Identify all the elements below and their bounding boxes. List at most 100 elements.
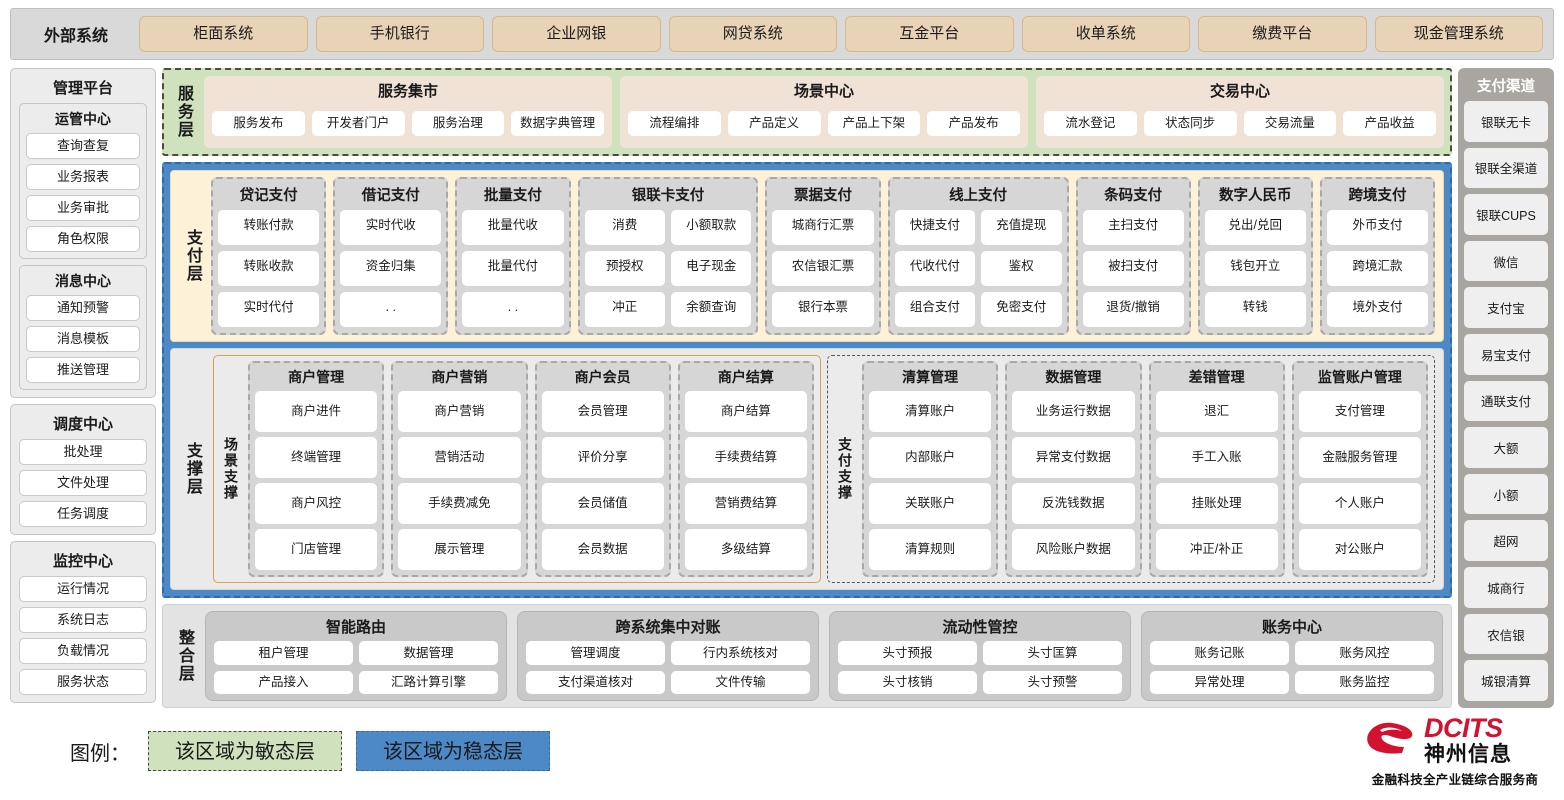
management-item[interactable]: 文件处理 <box>19 470 147 496</box>
payment-channel-item[interactable]: 支付宝 <box>1464 287 1548 329</box>
management-item[interactable]: 系统日志 <box>19 607 147 633</box>
payment-item[interactable]: 批量代付 <box>462 251 564 286</box>
support-item[interactable]: 评价分享 <box>541 437 664 478</box>
payment-item[interactable]: 转账收款 <box>218 251 320 286</box>
service-item[interactable]: 交易流量 <box>1243 111 1337 136</box>
management-item[interactable]: 批处理 <box>19 439 147 465</box>
payment-item[interactable]: 农信银汇票 <box>772 251 874 286</box>
support-item[interactable]: 多级结算 <box>684 529 807 570</box>
management-item[interactable]: 推送管理 <box>26 357 140 383</box>
payment-item[interactable]: 免密支付 <box>981 292 1062 327</box>
payment-channel-item[interactable]: 通联支付 <box>1464 380 1548 422</box>
integration-item[interactable]: 产品接入 <box>214 670 353 694</box>
payment-item[interactable]: 银行本票 <box>772 292 874 327</box>
integration-item[interactable]: 账务监控 <box>1295 670 1434 694</box>
support-item[interactable]: 个人账户 <box>1298 483 1421 524</box>
payment-item[interactable]: 组合支付 <box>894 292 976 327</box>
integration-item[interactable]: 文件传输 <box>671 670 810 694</box>
support-item[interactable]: 对公账户 <box>1298 529 1421 570</box>
management-item[interactable]: 服务状态 <box>19 669 147 695</box>
external-system-chip[interactable]: 企业网银 <box>492 16 661 52</box>
payment-item[interactable]: . . <box>462 292 564 327</box>
payment-item[interactable]: 余额查询 <box>670 292 752 327</box>
support-item[interactable]: 手续费减免 <box>398 483 521 524</box>
payment-item[interactable]: 快捷支付 <box>894 210 976 245</box>
support-item[interactable]: 关联账户 <box>869 483 992 524</box>
support-item[interactable]: 会员储值 <box>541 483 664 524</box>
payment-item[interactable]: . . <box>340 292 442 327</box>
integration-item[interactable]: 头寸核销 <box>838 670 977 694</box>
service-item[interactable]: 产品发布 <box>927 111 1020 136</box>
payment-channel-item[interactable]: 微信 <box>1464 240 1548 282</box>
payment-channel-item[interactable]: 银联无卡 <box>1464 101 1548 142</box>
service-item[interactable]: 产品上下架 <box>827 111 921 136</box>
service-item[interactable]: 数据字典管理 <box>511 111 604 136</box>
support-item[interactable]: 商户结算 <box>684 391 807 432</box>
support-item[interactable]: 营销活动 <box>398 437 521 478</box>
integration-item[interactable]: 异常处理 <box>1150 670 1289 694</box>
support-item[interactable]: 会员数据 <box>541 529 664 570</box>
payment-item[interactable]: 充值提现 <box>981 210 1062 245</box>
support-item[interactable]: 业务运行数据 <box>1012 391 1135 432</box>
external-system-chip[interactable]: 柜面系统 <box>139 16 308 52</box>
service-item[interactable]: 服务治理 <box>411 111 505 136</box>
service-item[interactable]: 产品收益 <box>1343 111 1436 136</box>
payment-item[interactable]: 批量代收 <box>462 210 564 245</box>
payment-item[interactable]: 境外支付 <box>1326 292 1429 327</box>
support-item[interactable]: 挂账处理 <box>1155 483 1278 524</box>
payment-item[interactable]: 主扫支付 <box>1082 210 1184 245</box>
payment-item[interactable]: 电子现金 <box>670 251 752 286</box>
integration-item[interactable]: 账务记账 <box>1150 641 1289 665</box>
service-item[interactable]: 流水登记 <box>1044 111 1137 136</box>
payment-channel-item[interactable]: 大额 <box>1464 427 1548 468</box>
payment-item[interactable]: 代收代付 <box>894 251 976 286</box>
payment-channel-item[interactable]: 农信银 <box>1464 613 1548 655</box>
support-item[interactable]: 终端管理 <box>255 437 378 478</box>
external-system-chip[interactable]: 缴费平台 <box>1198 16 1367 52</box>
management-item[interactable]: 业务审批 <box>26 195 140 221</box>
service-item[interactable]: 状态同步 <box>1143 111 1237 136</box>
management-item[interactable]: 业务报表 <box>26 164 140 190</box>
support-item[interactable]: 商户营销 <box>398 391 521 432</box>
support-item[interactable]: 营销费结算 <box>684 483 807 524</box>
management-item[interactable]: 消息模板 <box>26 326 140 352</box>
service-item[interactable]: 服务发布 <box>212 111 305 136</box>
external-system-chip[interactable]: 网贷系统 <box>668 16 837 52</box>
management-item[interactable]: 负载情况 <box>19 638 147 664</box>
external-system-chip[interactable]: 现金管理系统 <box>1374 16 1543 52</box>
support-item[interactable]: 支付管理 <box>1298 391 1421 432</box>
management-item[interactable]: 角色权限 <box>26 226 140 252</box>
payment-item[interactable]: 预授权 <box>584 251 665 286</box>
support-item[interactable]: 展示管理 <box>398 529 521 570</box>
support-item[interactable]: 内部账户 <box>869 437 992 478</box>
support-item[interactable]: 门店管理 <box>255 529 378 570</box>
support-item[interactable]: 清算规则 <box>869 529 992 570</box>
integration-item[interactable]: 数据管理 <box>359 641 498 665</box>
payment-item[interactable]: 钱包开立 <box>1204 251 1306 286</box>
payment-item[interactable]: 实时代付 <box>218 292 320 327</box>
integration-item[interactable]: 头寸匡算 <box>983 641 1122 665</box>
management-item[interactable]: 运行情况 <box>19 576 147 602</box>
payment-channel-item[interactable]: 银联全渠道 <box>1464 147 1548 189</box>
support-item[interactable]: 手工入账 <box>1155 437 1278 478</box>
service-item[interactable]: 开发者门户 <box>311 111 405 136</box>
integration-item[interactable]: 账务风控 <box>1295 641 1434 665</box>
payment-item[interactable]: 转账付款 <box>218 210 320 245</box>
integration-item[interactable]: 头寸预报 <box>838 641 977 665</box>
external-system-chip[interactable]: 收单系统 <box>1021 16 1190 52</box>
support-item[interactable]: 金融服务管理 <box>1298 437 1421 478</box>
support-item[interactable]: 商户风控 <box>255 483 378 524</box>
payment-item[interactable]: 鉴权 <box>981 251 1062 286</box>
payment-channel-item[interactable]: 城银清算 <box>1464 660 1548 701</box>
integration-item[interactable]: 行内系统核对 <box>671 641 810 665</box>
payment-item[interactable]: 转钱 <box>1204 292 1306 327</box>
payment-channel-item[interactable]: 超网 <box>1464 520 1548 562</box>
payment-item[interactable]: 退货/撤销 <box>1082 292 1184 327</box>
payment-channel-item[interactable]: 小额 <box>1464 473 1548 515</box>
service-item[interactable]: 流程编排 <box>628 111 721 136</box>
external-system-chip[interactable]: 手机银行 <box>315 16 484 52</box>
support-item[interactable]: 冲正/补正 <box>1155 529 1278 570</box>
management-item[interactable]: 任务调度 <box>19 501 147 527</box>
management-item[interactable]: 通知预警 <box>26 295 140 321</box>
support-item[interactable]: 异常支付数据 <box>1012 437 1135 478</box>
